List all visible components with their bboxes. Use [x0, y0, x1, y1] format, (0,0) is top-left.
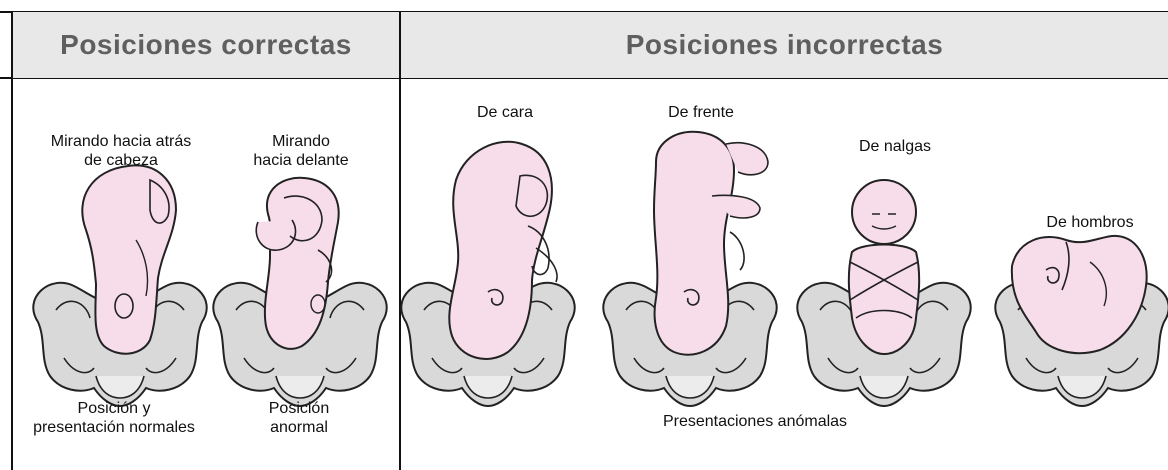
label-face: De cara: [476, 104, 534, 121]
fetus-face-forward: [255, 176, 340, 350]
label-brow: De frente: [668, 104, 734, 121]
fetus-breech: [847, 179, 921, 356]
label-occiput-posterior: Mirando hacia atrás de cabeza: [50, 133, 192, 169]
fetus-occiput-posterior: [81, 164, 178, 355]
label-breech: De nalgas: [858, 138, 932, 155]
caption-normal: Posición y presentación normales: [33, 400, 195, 436]
caption-abnormal-presentations: Presentaciones anómalas: [662, 413, 848, 430]
fetus-brow: [652, 130, 769, 356]
label-face-forward: Mirando hacia delante: [253, 133, 349, 169]
caption-abnormal: Posición anormal: [268, 400, 330, 436]
header-incorrect-positions: Posiciones incorrectas: [401, 12, 1168, 78]
fetus-shoulder: [1010, 234, 1148, 355]
label-shoulder: De hombros: [1046, 214, 1134, 231]
header-correct-positions: Posiciones correctas: [13, 12, 399, 78]
fetus-face: [448, 140, 558, 360]
